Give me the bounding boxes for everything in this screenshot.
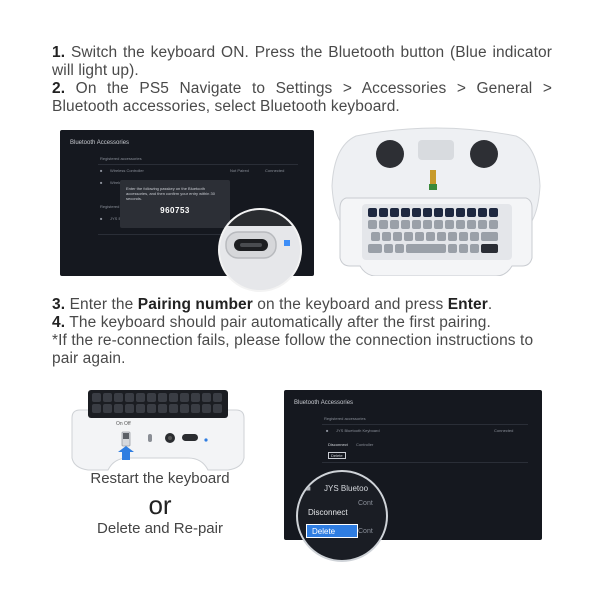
passkey-dialog: Enter the following passkey on the Bluet… (120, 180, 230, 228)
zoom-device-name: JYS Bluetoo (324, 484, 369, 493)
zoom-delete-button[interactable]: Delete (306, 524, 358, 538)
usb-port-icon (220, 210, 300, 290)
menu-disconnect[interactable]: Disconnect (328, 442, 348, 447)
step-3-text-e: . (487, 296, 493, 313)
divider (322, 424, 528, 425)
gamepad-icon: ■ (100, 180, 103, 185)
step-3: 3. Enter the Pairing number on the keybo… (52, 296, 552, 314)
zoom-disconnect[interactable]: Disconnect (308, 508, 348, 517)
zoom-cont-1: Cont (358, 500, 373, 507)
step-3-text-a: Enter the (69, 296, 138, 313)
note: *If the re-connection fails, please foll… (52, 332, 534, 367)
step-4: 4. The keyboard should pair automaticall… (52, 314, 552, 332)
step-2-number: 2. (52, 80, 66, 97)
device-1-status-2: Connected (265, 168, 285, 173)
step-2: 2. On the PS5 Navigate to Settings > Acc… (52, 80, 552, 116)
menu-controller: Controller (356, 442, 374, 447)
screen-title: Bluetooth Accessories (70, 140, 130, 146)
delete-zoom: JYS Bluetoo ■ Disconnect Cont Delete Con… (296, 470, 388, 562)
passkey-instructions: Enter the following passkey on the Bluet… (126, 186, 215, 201)
instructions-top: 1. Switch the keyboard ON. Press the Blu… (52, 44, 552, 116)
instructions-mid: 3. Enter the Pairing number on the keybo… (52, 296, 552, 368)
keyboard-icon: ■ (100, 216, 103, 221)
divider (98, 234, 268, 235)
step-3-number: 3. (52, 296, 66, 313)
device-1-status: Not Paired (230, 168, 249, 173)
step-2-text: On the PS5 Navigate to Settings > Access… (52, 80, 552, 115)
usb-port-zoom (218, 208, 302, 292)
device-row-2[interactable]: Wireless (110, 180, 126, 185)
step-3-pairing-number: Pairing number (137, 296, 253, 313)
device-row-1[interactable]: Wireless Controller (110, 168, 144, 173)
step-1-text: Switch the keyboard ON. Press the Blueto… (52, 44, 552, 79)
caption-restart: Restart the keyboard (90, 470, 230, 487)
device-1-status: Connected (494, 428, 514, 433)
ps5-pairing-screen: Bluetooth Accessories Registered accesso… (60, 130, 314, 276)
keyboard-switch-illustration (71, 390, 245, 471)
section-label: Registered accessories (100, 156, 142, 161)
divider (322, 462, 528, 463)
keyboard-icon: ■ (326, 428, 329, 433)
step-4-number: 4. (52, 314, 66, 331)
keyboard-icon: ■ (306, 484, 311, 493)
zoom-cont-2: Cont (358, 528, 373, 535)
step-3-text-c: on the keyboard and press (252, 296, 448, 313)
caption-or: or (148, 490, 172, 520)
step-3-enter: Enter (447, 296, 488, 313)
section-label: Registered accessories (324, 416, 366, 421)
divider (98, 164, 298, 165)
gamepad-icon: ■ (100, 168, 103, 173)
device-row-1[interactable]: JYS Bluetooth Keyboard (336, 428, 380, 433)
passkey-code: 960753 (160, 206, 190, 215)
step-1-number: 1. (52, 44, 66, 61)
keyboard-on-controller-illustration (331, 127, 541, 276)
step-4-text: The keyboard should pair automatically a… (69, 314, 491, 331)
caption-delete: Delete and Re-pair (97, 520, 223, 537)
device-row-3[interactable]: JYS Bluet (110, 216, 128, 221)
menu-delete[interactable]: Delete (328, 452, 346, 459)
step-1: 1. Switch the keyboard ON. Press the Blu… (52, 44, 552, 80)
screen-title: Bluetooth Accessories (294, 400, 354, 406)
switch-label: On Off (116, 421, 131, 427)
